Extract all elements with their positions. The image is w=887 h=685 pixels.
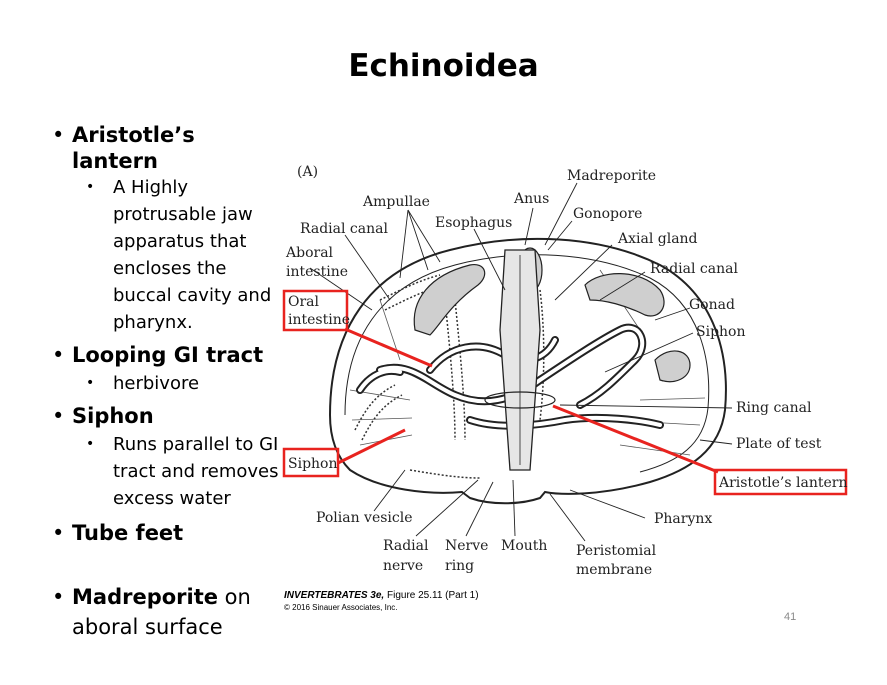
caption-copyright: © 2016 Sinauer Associates, Inc. [284,603,398,612]
label-siphon-right: Siphon [696,324,746,340]
sub-bullet-cont: encloses the [113,258,227,279]
panel-label: (A) [297,164,318,180]
label-peristomial-membrane-2: membrane [576,562,652,578]
sub-bullet: •herbivore [86,373,200,394]
siphon-box [282,447,340,478]
sub-bullet-cont: pharynx. [113,312,193,333]
slide-title: Echinoidea [348,48,539,84]
oral-intestine-box [282,289,349,332]
sub-bullet-cont: apparatus that [113,231,247,252]
caption-source: INVERTEBRATES 3e, [284,590,385,601]
label-aboral-intestine-2: intestine [286,264,348,280]
label-ring-canal: Ring canal [736,400,812,416]
gonads [413,247,691,383]
test-outline [328,237,727,505]
label-polian-vesicle: Polian vesicle [316,510,413,526]
figure-caption: INVERTEBRATES 3e, Figure 25.11 (Part 1) … [284,590,479,612]
label-radial-canal-left: Radial canal [300,221,388,237]
bullet-looping-gi-tract: •Looping GI tract [52,343,264,367]
sub-bullet-cont: protrusable jaw [113,204,253,225]
label-siphon-box: Siphon [288,456,338,472]
label-oral-intestine-2: intestine [288,312,350,328]
label-anus: Anus [513,191,549,207]
sub-bullet-cont: tract and removes [113,461,279,482]
highlight-connectors [337,327,719,474]
label-peristomial-membrane: Peristomial [576,543,657,559]
label-gonopore: Gonopore [573,206,642,222]
label-oral-intestine: Oral [288,294,320,310]
label-aristotles-lantern: Aristotle’s lantern [718,475,847,491]
label-axial-gland: Axial gland [617,231,698,247]
label-esophagus: Esophagus [435,215,512,231]
bullet-tube-feet: •Tube feet [52,521,184,545]
label-madreporite: Madreporite [567,168,656,184]
caption-figure: Figure 25.11 (Part 1) [384,590,479,601]
page-number: 41 [784,611,797,623]
sub-bullet-cont: excess water [113,488,231,509]
label-plate-of-test: Plate of test [736,436,822,452]
pointer-lines [309,182,733,542]
bullet-list: •Aristotle’s lantern •A Highly protrusab… [36,122,286,640]
sub-bullet-cont: buccal cavity and [113,285,272,306]
aristotles-lantern-shape [499,249,541,471]
label-radial-nerve-2: nerve [383,558,423,574]
sub-bullet: •Runs parallel to GI [86,434,279,455]
label-gonad: Gonad [689,297,735,313]
label-nerve-ring: Nerve [445,538,488,554]
highlight-boxes [282,289,848,496]
bullet-aristotles-lantern: •Aristotle’s lantern [52,123,195,173]
label-pharynx: Pharynx [654,511,712,527]
label-aboral-intestine: Aboral [285,245,334,261]
label-mouth: Mouth [501,538,547,554]
aristotles-lantern-box [713,468,848,496]
label-ampullae: Ampullae [362,194,430,210]
label-nerve-ring-2: ring [445,558,474,574]
ring-canal-shape [484,391,556,409]
bullet-madreporite-cont: aboral surface [72,615,223,639]
label-radial-nerve: Radial [383,538,429,554]
sub-bullet: •A Highly [86,177,189,198]
bullet-madreporite: •Madreporite on [52,585,251,609]
bullet-siphon: •Siphon [52,404,154,428]
label-radial-canal-right: Radial canal [650,261,738,277]
